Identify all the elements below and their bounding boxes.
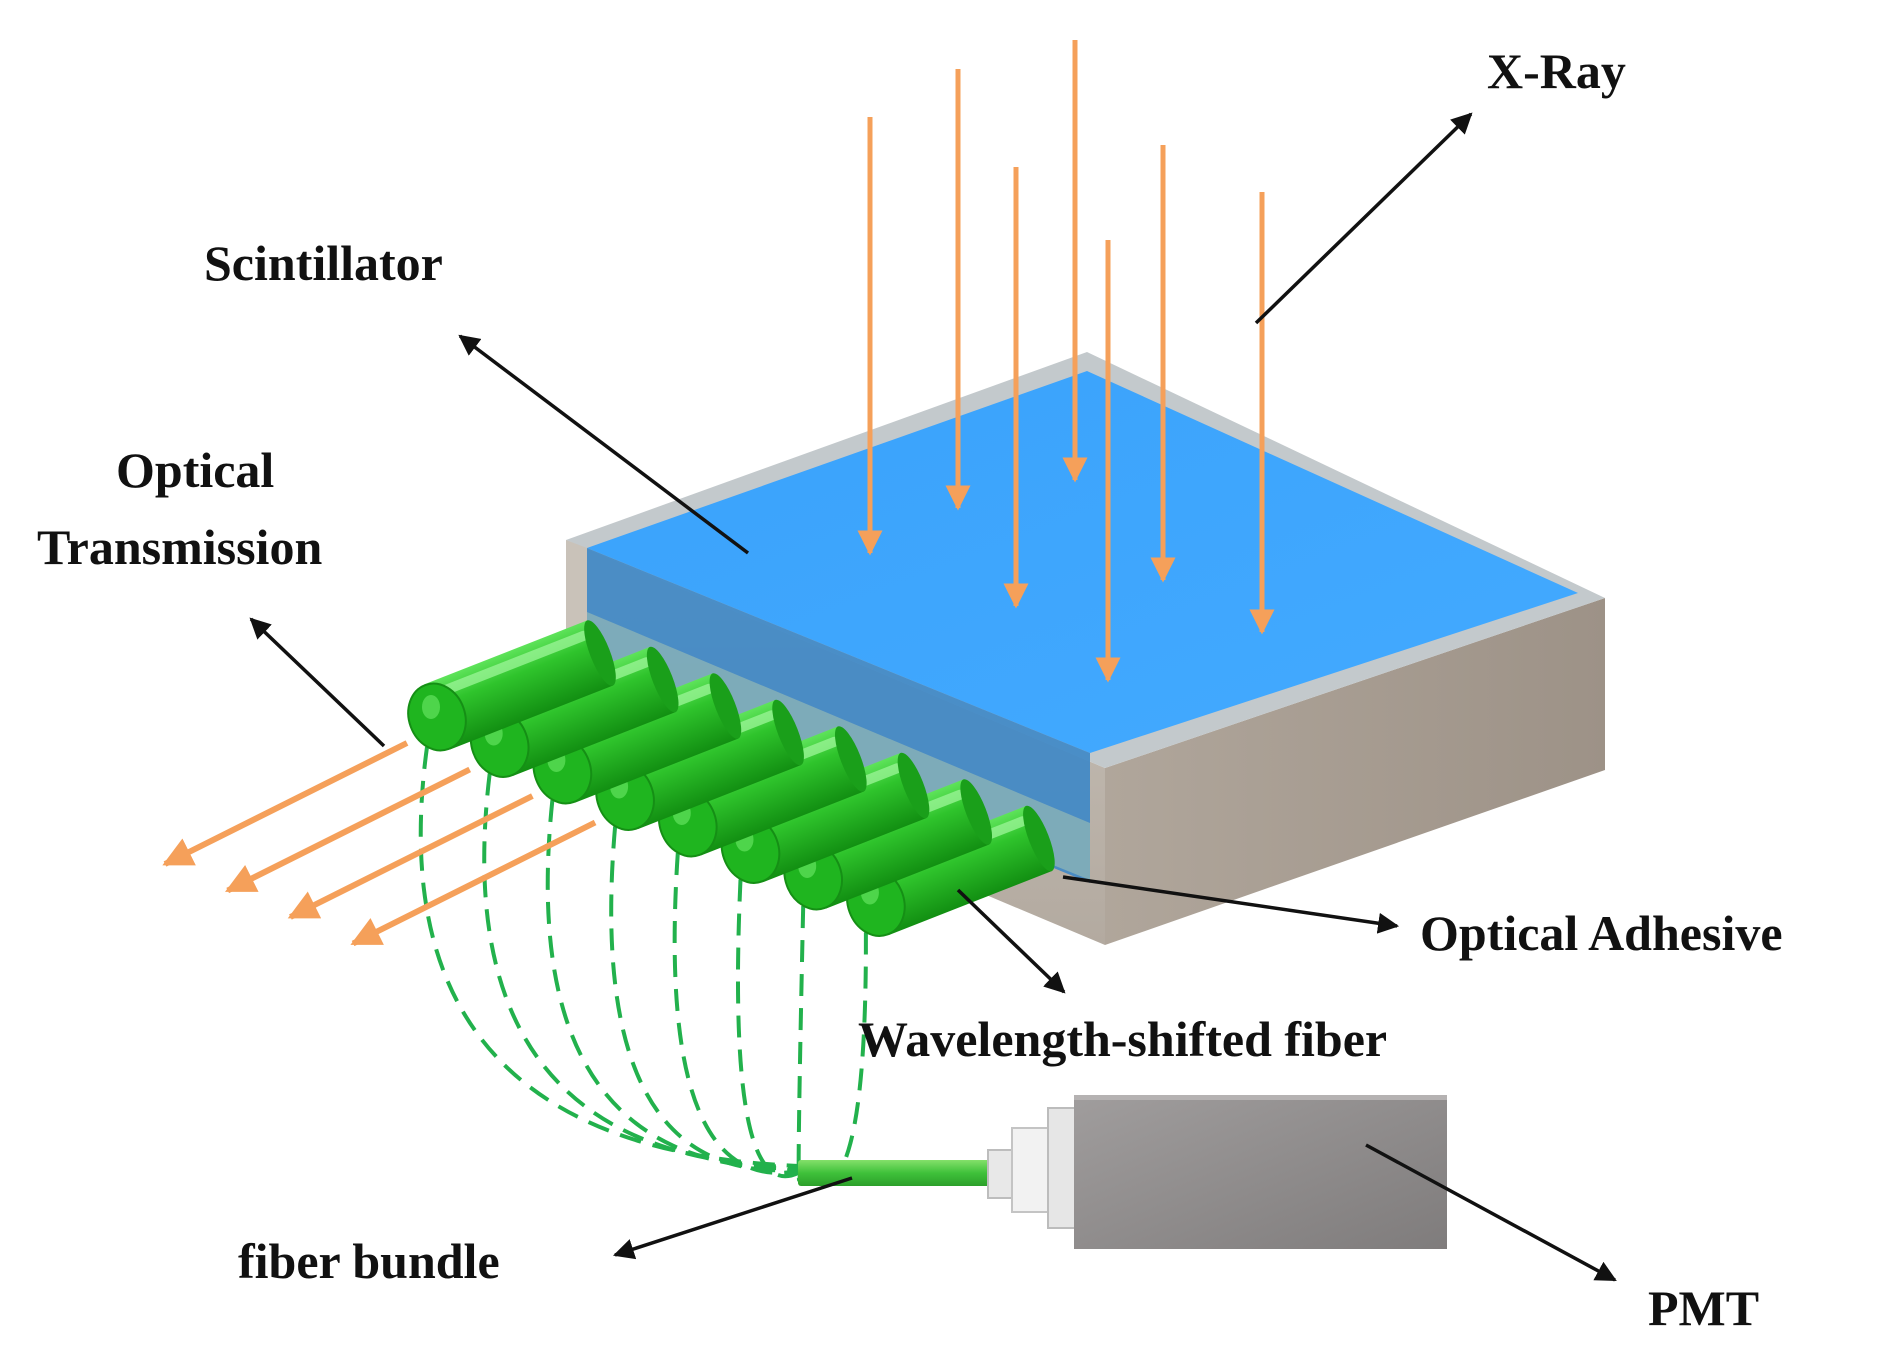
fiber-body: [863, 805, 1052, 936]
fiber-route-dashed-line: [796, 905, 806, 1183]
fiber-end-glint: [422, 695, 440, 719]
fiber-back-cap: [834, 726, 867, 792]
emitted-light-arrows: [162, 740, 597, 947]
fiber-route-dashed-line: [672, 852, 801, 1175]
pmt-label: PMT: [1648, 1280, 1759, 1336]
fiber-bundle-pointer: [613, 1176, 853, 1260]
wls-fiber-pointer: [956, 888, 1066, 994]
fiber-back-cap: [584, 620, 616, 686]
labels: X-Ray Scintillator Optical Transmission …: [37, 43, 1783, 1336]
optical-adhesive-pointer: [1062, 875, 1400, 934]
xray-pointer: [1254, 112, 1473, 325]
scintillator-pointer: [458, 334, 750, 555]
fiber-end-face: [407, 682, 467, 752]
fiber-bundle-assembly: [798, 1095, 1447, 1249]
fiber-back-cap: [709, 673, 742, 739]
fiber-route-dashed-line: [798, 932, 868, 1187]
emitted-light-arrow: [350, 819, 597, 947]
wls-fiber-label: Wavelength-shifted fiber: [858, 1011, 1387, 1067]
fiber-body: [737, 752, 927, 883]
fiber-back-cap: [1023, 805, 1055, 872]
fiber-body: [800, 779, 989, 909]
optical-transmission-label-line1: Optical: [116, 442, 274, 498]
pmt-body: [1074, 1095, 1447, 1249]
wavelength-shifted-fibers: [407, 620, 1055, 937]
fiber-back-cap: [646, 646, 679, 713]
scintillator-box: [566, 352, 1605, 945]
bundle-connector-2: [1011, 1127, 1051, 1213]
box-side-face: [1105, 598, 1605, 945]
fiber-back-cap: [960, 779, 993, 845]
fiber-back-cap: [897, 752, 930, 819]
fiber-back-cap: [772, 699, 804, 766]
fiber-body: [675, 726, 864, 856]
emitted-light-arrow: [162, 740, 409, 867]
fiber-body: [612, 699, 801, 830]
fiber-highlight: [437, 630, 589, 697]
scintillator-surface: [587, 371, 1578, 753]
pmt-pointer: [1365, 1143, 1617, 1282]
emitted-light-arrow: [287, 793, 534, 920]
bundle-connector-1: [987, 1149, 1015, 1199]
optical-transmission-pointer: [249, 617, 386, 748]
fiber-bundle: [798, 1160, 990, 1186]
pmt-top-edge: [1074, 1095, 1447, 1100]
optical-transmission-label-line2: Transmission: [37, 519, 322, 575]
fiber-route-dashed-line: [736, 879, 801, 1179]
wls-fiber: [407, 620, 616, 752]
fiber-body: [486, 646, 676, 777]
fiber-body: [549, 673, 739, 803]
xray-label: X-Ray: [1487, 43, 1626, 99]
bundle-connector-3: [1047, 1107, 1077, 1229]
fiber-body: [424, 620, 613, 750]
fiber-bundle-label: fiber bundle: [238, 1233, 500, 1289]
x-ray-arrows: [857, 40, 1275, 683]
emitted-light-arrow: [225, 766, 472, 894]
scintillator-label: Scintillator: [204, 235, 443, 291]
optical-adhesive-label: Optical Adhesive: [1420, 905, 1783, 961]
pointer-arrows: [249, 112, 1617, 1282]
